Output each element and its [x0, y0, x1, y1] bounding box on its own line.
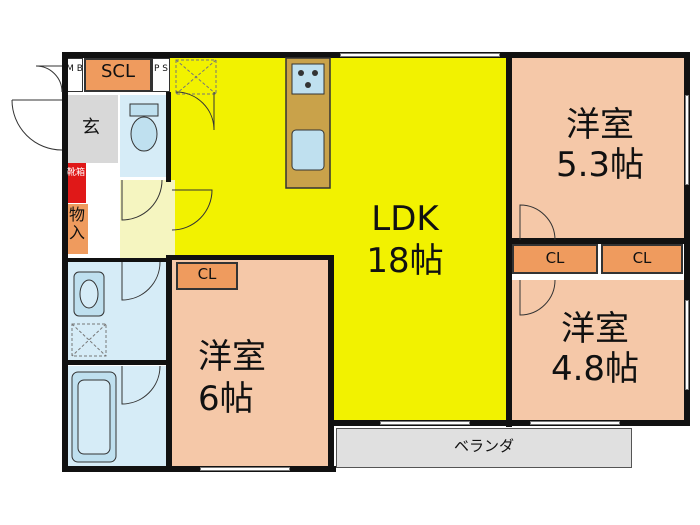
window-right-top — [685, 95, 689, 185]
bed-left-size: 6帖 — [198, 379, 254, 419]
bedroom-top-right — [510, 55, 685, 240]
entrance-label: 玄 — [82, 117, 100, 138]
wall-right-bottom — [332, 420, 690, 426]
ps-shaft — [152, 58, 170, 92]
closet-right-a — [512, 244, 598, 274]
ldk-size: 18帖 — [366, 241, 444, 281]
hall-area — [120, 180, 175, 260]
ldk-lower-extension — [330, 240, 510, 425]
window-right-bottom — [685, 300, 689, 390]
bedroom-right — [510, 280, 685, 420]
wall-bottom-left — [62, 466, 336, 472]
door-swings — [11, 65, 556, 405]
window-ldk-top — [340, 53, 500, 57]
shoe-box — [66, 163, 86, 203]
kitchen-counter — [285, 57, 331, 189]
mb-label: M B — [66, 64, 83, 74]
wall-bedroom-left-right — [328, 255, 334, 470]
closet-scl — [84, 58, 152, 92]
balcony-label: ベランダ — [453, 437, 514, 455]
closet-right-b — [601, 244, 683, 274]
ldk-name: LDK — [371, 199, 439, 239]
entrance-area — [66, 95, 118, 163]
wall-wet-top — [66, 258, 170, 262]
shoe-box-label: 靴箱 — [66, 168, 85, 178]
balcony — [336, 428, 632, 468]
bedroom-left — [170, 258, 332, 468]
wall-core-right — [166, 92, 171, 182]
closet-right-b-label: CL — [632, 249, 652, 267]
bed-top-right-name: 洋室 — [566, 105, 634, 145]
wall-bedroom-left-top — [168, 255, 334, 260]
sink-fixture — [73, 271, 105, 317]
closet-left — [176, 262, 238, 290]
bathtub-fixture — [71, 371, 117, 463]
storage-label: 物入 — [68, 205, 85, 243]
bed-top-right-size: 5.3帖 — [555, 145, 645, 185]
fridge-space — [175, 59, 217, 95]
bed-left-name: 洋室 — [198, 337, 266, 377]
washer-space — [71, 323, 107, 357]
wall-bedroom-divider — [508, 238, 688, 244]
scl-label: SCL — [100, 61, 136, 82]
wall-wet-divider — [66, 360, 170, 365]
bed-right-size: 4.8帖 — [550, 349, 640, 389]
closet-right-a-label: CL — [545, 249, 565, 267]
wall-left — [62, 52, 68, 472]
window-bedroom-left-bottom — [200, 467, 290, 471]
storage-closet — [66, 204, 88, 254]
ps-label: P S — [153, 64, 168, 74]
toilet-fixture — [129, 103, 159, 152]
closet-left-label: CL — [197, 265, 217, 283]
bed-right-name: 洋室 — [561, 309, 629, 349]
window-bedroom-balcony — [530, 421, 620, 425]
window-ldk-balcony — [380, 421, 470, 425]
